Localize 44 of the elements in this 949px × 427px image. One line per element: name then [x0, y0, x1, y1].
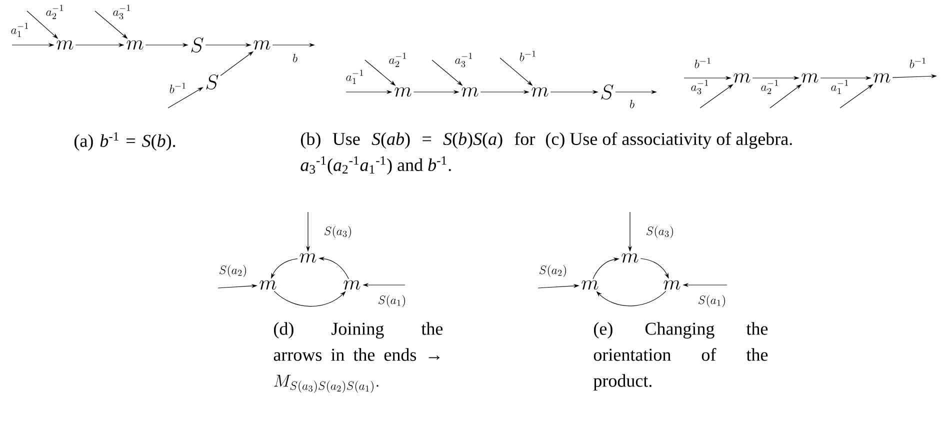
math-symbol: $m$ — [344, 280, 360, 290]
edge-label: $S(a_2)$ — [219, 265, 246, 277]
edge-label: $a_2^{-1}$ — [389, 52, 406, 67]
math-symbol: $m$ — [622, 253, 638, 263]
edge-label: $a_3^{-1}$ — [691, 80, 708, 94]
edge-label: $S(a_2)$ — [539, 265, 566, 277]
math-symbol: $m$ — [802, 73, 818, 83]
math-symbol: $m$ — [582, 280, 598, 290]
math-symbol: $m$ — [532, 87, 548, 97]
caption: (e) Changing the orientation of the product. — [594, 322, 768, 390]
math-symbol: $m$ — [300, 253, 316, 263]
edge-label: $b^{-1}$ — [520, 50, 536, 62]
math-symbol: $m$ — [254, 40, 270, 50]
edge-label: $a_2^{-1}$ — [46, 4, 64, 19]
edge-label: $a_1^{-1}$ — [346, 70, 364, 84]
caption: (b) Use S(ab) = S(b)S(a) for a$_{3}$$^{-1}$(a$_{2}$$^{-1}$a$_{1}$$^{-1}$) and b$^{-1}$. — [300, 132, 536, 175]
math-symbol: $m$ — [394, 87, 412, 97]
math-symbol: $S$ — [206, 74, 218, 90]
math-symbol: $m$ — [462, 87, 478, 97]
caption: (c) Use of associativity of algebra. — [546, 132, 792, 149]
math-symbol: $S$ — [191, 37, 204, 53]
edge-label: $a_1^{-1}$ — [831, 80, 848, 94]
edge-label: $b$ — [293, 54, 298, 62]
edge-label: $a_2^{-1}$ — [761, 80, 778, 94]
edge-label: $S(a_1)$ — [378, 295, 405, 307]
edge-label: $a_3^{-1}$ — [113, 4, 130, 20]
edge-label: $S(a_3)$ — [646, 226, 673, 238]
math-symbol: $S$ — [601, 84, 614, 100]
edge-label: $b^{-1}$ — [170, 82, 186, 94]
math-symbol: $m$ — [734, 73, 750, 83]
edge-label: $a_1^{-1}$ — [11, 22, 28, 37]
edge-label: $S(a_3)$ — [324, 226, 351, 238]
caption: (d) Joining the arrows in the ends → $M_{S(a_3)S(a_2)S(a_1)}.$ — [274, 322, 443, 393]
edge-label: $b$ — [630, 100, 634, 108]
math-symbol: $m$ — [56, 40, 74, 50]
edge-label: $a_3^{-1}$ — [455, 52, 472, 68]
math-symbol: $m$ — [874, 73, 890, 83]
edge-label: $b^{-1}$ — [910, 58, 926, 68]
math-symbol: $m$ — [126, 40, 144, 50]
math-symbol: $m$ — [664, 280, 680, 290]
caption: (a) b$^{-1}$ = S(b). — [74, 132, 176, 151]
edge-label: $b^{-1}$ — [694, 58, 710, 68]
math-symbol: $m$ — [260, 280, 276, 290]
edge-label: $S(a_1)$ — [698, 295, 725, 307]
